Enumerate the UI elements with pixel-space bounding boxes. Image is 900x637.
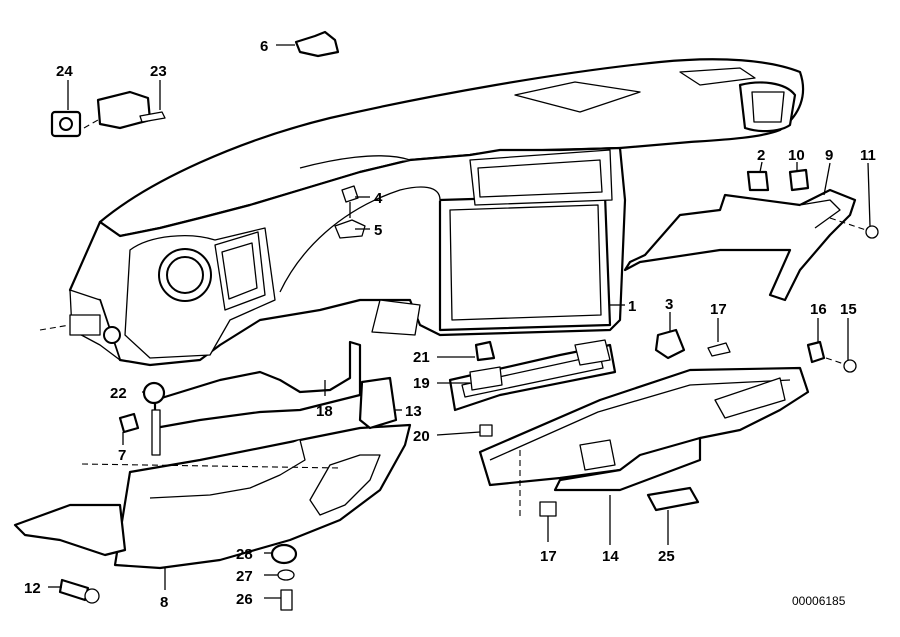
part-27-washer: [277, 569, 295, 581]
part-10-socket: [788, 168, 810, 192]
callout-2: 2: [757, 147, 765, 164]
dashboard-panel: [68, 58, 805, 367]
callout-26: 26: [236, 591, 253, 608]
callout-20: 20: [413, 428, 430, 445]
part-11-screw: [865, 225, 879, 239]
part-12-screw: [58, 578, 90, 602]
diagram-reference-number: 00006185: [792, 594, 846, 608]
callout-18: 18: [316, 403, 333, 420]
dash-line: [83, 119, 99, 129]
part-6-clip: [294, 30, 340, 58]
bracket-right: [623, 188, 857, 302]
part-13-clip: [358, 376, 398, 430]
bracket-left: [151, 340, 362, 456]
callout-22: 22: [110, 385, 127, 402]
part-28-buffer: [270, 543, 298, 565]
dash-line: [825, 357, 845, 365]
part-21-clip: [474, 340, 496, 362]
part-5-plate: [334, 219, 366, 239]
callout-23: 23: [150, 63, 167, 80]
part-26-screw: [280, 589, 293, 611]
callout-15: 15: [840, 301, 857, 318]
dash-line: [81, 463, 341, 469]
glove-box-tray: [478, 366, 810, 492]
callout-14: 14: [602, 548, 619, 565]
callout-12: 12: [24, 580, 41, 597]
leader-lines: [48, 44, 871, 599]
callout-17-upper: 17: [710, 301, 727, 318]
callout-21: 21: [413, 349, 430, 366]
callout-10: 10: [788, 147, 805, 164]
callout-5: 5: [374, 222, 382, 239]
dash-line: [829, 217, 867, 231]
callout-19: 19: [413, 375, 430, 392]
callout-11: 11: [860, 147, 876, 164]
part-3-clip: [654, 328, 686, 360]
part-7-screw: [118, 412, 140, 434]
part-4-screw: [341, 185, 359, 203]
callout-13: 13: [405, 403, 422, 420]
part-17-screw-upper: [707, 342, 731, 357]
callout-24: 24: [56, 63, 73, 80]
knee-bolster: [13, 423, 412, 570]
callout-6: 6: [260, 38, 268, 55]
callout-17-lower: 17: [540, 548, 557, 565]
part-16-bracket: [806, 340, 826, 364]
callout-8: 8: [160, 594, 168, 611]
callout-7: 7: [118, 447, 126, 464]
part-25-pad: [646, 486, 700, 512]
callout-1: 1: [628, 298, 636, 315]
callout-25: 25: [658, 548, 675, 565]
part-22-grommet: [142, 381, 166, 405]
rail-assembly: [448, 339, 617, 412]
part-17-screw-lower: [539, 501, 557, 517]
part-2-bulb: [746, 170, 770, 192]
part-15-screw: [843, 359, 857, 373]
callout-4: 4: [374, 190, 383, 207]
callout-28: 28: [236, 546, 253, 563]
callout-9: 9: [825, 147, 833, 164]
callout-27: 27: [236, 568, 253, 585]
part-20-screw: [479, 424, 493, 437]
callout-16: 16: [810, 301, 827, 318]
callout-3: 3: [665, 296, 673, 313]
dash-line: [39, 324, 71, 331]
